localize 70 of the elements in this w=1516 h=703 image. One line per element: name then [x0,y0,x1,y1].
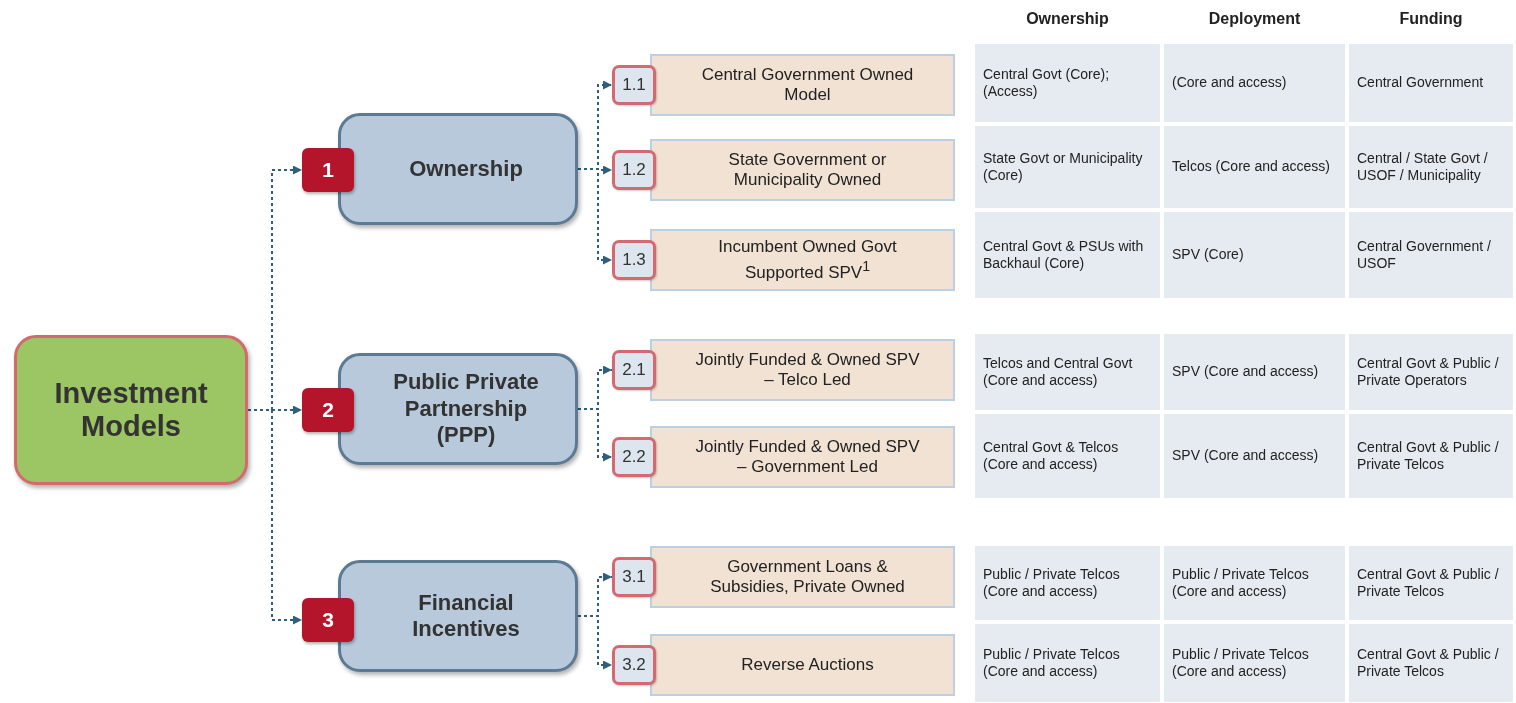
model-box [650,426,955,488]
table-cell: Central Govt (Core); (Access) [975,44,1160,122]
table-cell: Central Govt & Public / Private Telcos [1349,546,1513,620]
table-cell: Public / Private Telcos (Core and access) [975,624,1160,702]
badge-number: 3.1 [622,567,646,587]
model-title: Jointly Funded & Owned SPV – Government Led [694,436,921,478]
column-header: Deployment [1207,10,1302,28]
table-cell: Central Govt & Public / Private Telcos [1349,414,1513,498]
badge-number: 2.2 [622,447,646,467]
table-cell: Central Govt & Public / Private Telcos [1349,624,1513,702]
model-title: Central Government Owned Model [700,64,915,106]
table-cell: Central Government / USOF [1349,212,1513,298]
table-cell: Public / Private Telcos (Core and access) [1164,624,1345,702]
column-header: Ownership [1025,10,1110,28]
model-box [650,339,955,401]
badge-number: 2.1 [622,360,646,380]
model-box [650,634,955,696]
category-title: Financial Incentives [411,589,521,643]
category-box [338,560,578,672]
model-box [650,54,955,116]
badge-number: 1 [322,158,334,182]
model-box [650,546,955,608]
badge-number: 1.3 [622,250,646,270]
badge-number: 3 [322,608,334,632]
table-cell: SPV (Core and access) [1164,414,1345,498]
number-badge [302,148,354,192]
number-badge [612,240,656,280]
table-cell: Central Govt & Telcos (Core and access) [975,414,1160,498]
root-box [14,335,248,485]
number-badge [612,65,656,105]
table-cell: (Core and access) [1164,44,1345,122]
model-title: Government Loans & Subsidies, Private Owned [709,556,906,598]
column-header: Funding [1398,10,1464,28]
number-badge [612,645,656,685]
number-badge [302,388,354,432]
number-badge [302,598,354,642]
model-title: Reverse Auctions [741,654,874,676]
badge-number: 1.2 [622,160,646,180]
connector-arrow [577,168,613,265]
table-cell: State Govt or Municipality (Core) [975,126,1160,208]
table-cell: Telcos (Core and access) [1164,126,1345,208]
table-cell: Central / State Govt / USOF / Municipality [1349,126,1513,208]
root-title: Investment Models [53,376,209,444]
model-title: Incumbent Owned Govt Supported SPV$^{1}$ [717,237,898,283]
badge-number: 2 [322,398,334,422]
number-badge [612,437,656,477]
category-box [338,353,578,465]
table-cell: Public / Private Telcos (Core and access) [1164,546,1345,620]
connector-arrow [247,409,303,625]
table-cell: Public / Private Telcos (Core and access) [975,546,1160,620]
table-cell: Telcos and Central Govt (Core and access) [975,334,1160,410]
badge-number: 1.1 [622,75,646,95]
model-box [650,229,955,291]
model-title: Jointly Funded & Owned SPV – Telco Led [694,349,921,391]
category-title: Ownership [409,155,523,183]
table-cell: Central Govt & Public / Private Operators [1349,334,1513,410]
category-box [338,113,578,225]
number-badge [612,557,656,597]
category-title: Public Private Partnership (PPP) [392,369,540,449]
table-cell: Central Government [1349,44,1513,122]
table-cell: SPV (Core and access) [1164,334,1345,410]
number-badge [612,150,656,190]
badge-number: 3.2 [622,655,646,675]
model-title: State Government or Municipality Owned [727,149,888,191]
model-box [650,139,955,201]
table-cell: Central Govt & PSUs with Backhaul (Core) [975,212,1160,298]
connector-arrow [577,408,613,462]
connector-arrow [577,615,613,670]
table-cell: SPV (Core) [1164,212,1345,298]
number-badge [612,350,656,390]
